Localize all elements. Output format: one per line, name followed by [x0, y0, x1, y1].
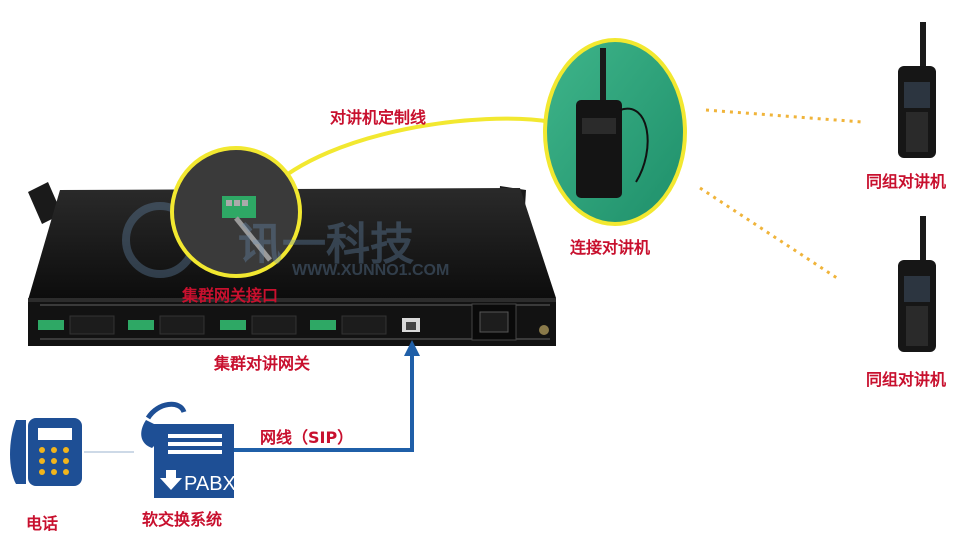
gateway-label: 集群对讲网关 [214, 354, 311, 373]
wireless-link-2 [699, 186, 841, 282]
watermark-text-cn: 讯一科技 [238, 219, 414, 270]
watermark-text-en: WWW.XUNNO1.COM [292, 262, 450, 279]
group-radio-2-label: 同组对讲机 [866, 370, 947, 389]
phone-icon [10, 418, 82, 486]
wireless-link-1 [705, 108, 863, 124]
trunk-port-label: 集群网关接口 [182, 286, 279, 305]
group-radio-2 [898, 216, 936, 352]
network-line [234, 352, 414, 452]
custom-cable [266, 116, 553, 192]
pabx-icon: PABX [141, 401, 236, 498]
trunk-gateway-device [28, 182, 556, 346]
network-arrow [404, 340, 420, 356]
pabx-label: PABX [184, 473, 236, 495]
terminal-block-3 [220, 320, 246, 330]
port-zoom-circle [170, 146, 302, 278]
connect-radio-label: 连接对讲机 [570, 238, 651, 257]
radio-zoom-circle [543, 38, 687, 226]
group-radio-1 [898, 22, 936, 158]
terminal-block-2 [128, 320, 154, 330]
phone-label: 电话 [26, 514, 59, 533]
pbx-label: 软交换系统 [142, 510, 223, 529]
network-label: 网线（SIP） [260, 428, 354, 447]
group-radio-1-label: 同组对讲机 [866, 172, 947, 191]
cable-label: 对讲机定制线 [330, 108, 427, 127]
terminal-block-1 [38, 320, 64, 330]
terminal-block-4 [310, 320, 336, 330]
